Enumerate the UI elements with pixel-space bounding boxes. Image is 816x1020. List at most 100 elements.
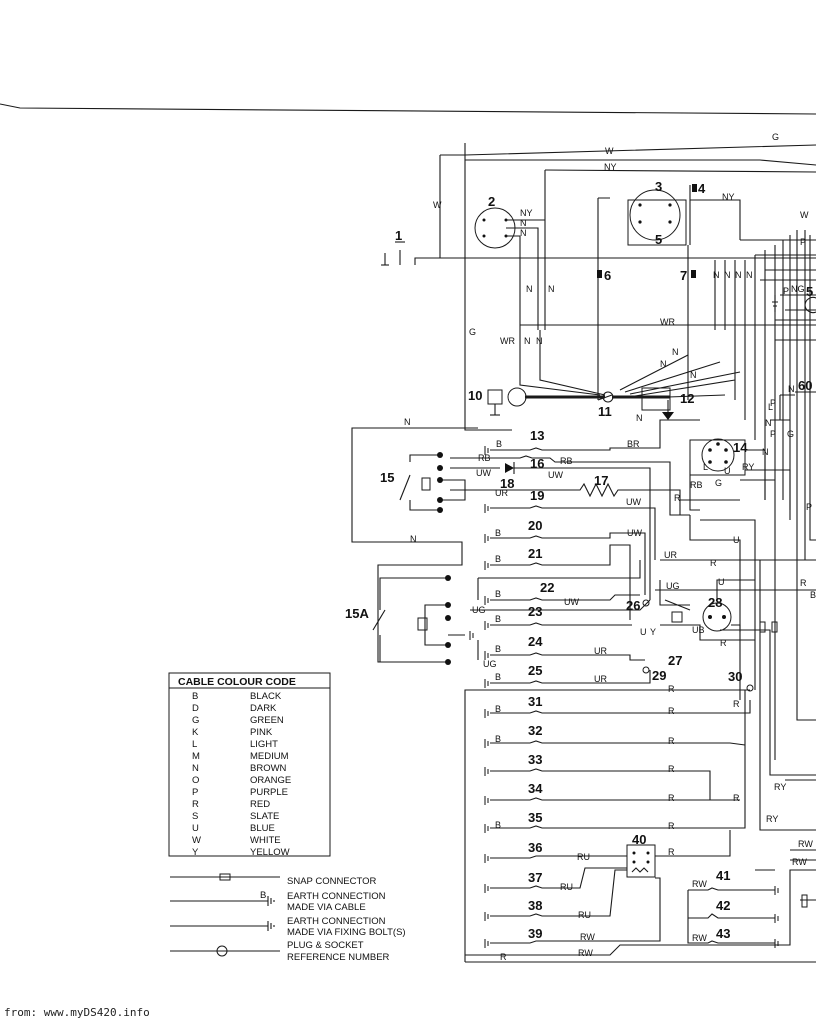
label-3: 3 [655, 179, 662, 194]
legend-code: B [192, 691, 198, 702]
wire-label: G [772, 132, 779, 142]
switch-15 [399, 454, 466, 511]
wire-label: P [770, 398, 776, 408]
wire-label: RB [560, 456, 573, 466]
wire-label: P [800, 237, 806, 247]
wire-w-top [464, 143, 816, 260]
key-earth-bolt-2: MADE VIA FIXING BOLT(S) [287, 927, 406, 938]
wire-label: RW [692, 933, 707, 943]
wire-ny-top [544, 169, 816, 173]
label-25: 25 [528, 663, 542, 678]
connector-4 [692, 184, 697, 192]
wire-label: UW [564, 597, 579, 607]
label-32: 32 [528, 723, 542, 738]
label-22: 22 [540, 580, 554, 595]
legend-code: K [192, 727, 199, 738]
label-2: 2 [488, 194, 495, 209]
component-12-ground [641, 387, 674, 420]
label-13: 13 [530, 428, 544, 443]
earth-symbols [469, 446, 779, 948]
label-36: 36 [528, 840, 542, 855]
footer-source: from: www.myDS420.info [4, 1006, 150, 1019]
label-5-right: 5 [806, 284, 813, 299]
row-25 [490, 670, 651, 684]
wire-label: B [495, 554, 501, 564]
label-39: 39 [528, 926, 542, 941]
wire-label: UW [626, 497, 641, 507]
resistor-17 [450, 482, 681, 515]
label-24: 24 [528, 634, 543, 649]
wires-3 [597, 185, 741, 400]
wire-label: UG [483, 659, 497, 669]
earth-p [772, 295, 778, 312]
label-31: 31 [528, 694, 542, 709]
wire-label: UW [548, 470, 563, 480]
key-earth-cable-2: MADE VIA CABLE [287, 902, 366, 913]
label-18: 18 [500, 476, 514, 491]
label-38: 38 [528, 898, 542, 913]
wire-label: N [410, 534, 417, 544]
legend-code: R [192, 799, 199, 810]
row-20 [490, 532, 646, 595]
wire-label: RW [798, 839, 813, 849]
wire-wr [519, 324, 816, 396]
row-32 [490, 740, 746, 746]
wire-label: N [520, 218, 527, 228]
legend-code: M [192, 751, 200, 762]
connector-29 [642, 666, 650, 674]
wire-label: N [724, 270, 731, 280]
wire-label: NY [520, 208, 533, 218]
wire-label: B [495, 589, 501, 599]
row-37 [490, 867, 627, 889]
wire-label: UG [666, 581, 680, 591]
wires-2 [506, 170, 546, 330]
legend-name: PURPLE [250, 787, 288, 798]
component-11-junction [602, 391, 614, 403]
wire-label: N [765, 418, 772, 428]
wire-label: RB [690, 480, 703, 490]
wire-label: UG [472, 605, 486, 615]
component-10-coil [487, 387, 527, 416]
wire-label: B [495, 820, 501, 830]
wire-label: L [768, 402, 773, 412]
wire-label: NG [791, 284, 805, 294]
legend-name: PINK [250, 727, 273, 738]
row-33 [490, 768, 720, 801]
component-1-switch [381, 241, 405, 266]
connector-30 [746, 684, 754, 692]
wire-label: N [548, 284, 555, 294]
wire-label: N [746, 270, 753, 280]
label-19: 19 [530, 488, 544, 503]
legend-code: W [192, 835, 201, 846]
diode-18 [505, 463, 514, 473]
connector-26 [642, 599, 650, 607]
wire-label: N [713, 270, 720, 280]
wire-label: G [787, 429, 794, 439]
wire-label: B [495, 704, 501, 714]
label-11: 11 [598, 404, 612, 419]
wire-label: B [495, 614, 501, 624]
row-18 [450, 467, 651, 600]
component-3-connector [629, 189, 681, 241]
wire-label: R [500, 952, 507, 962]
wire-label: RB [478, 453, 491, 463]
label-12: 12 [680, 391, 694, 406]
wire-label: UR [664, 550, 677, 560]
wire-label: W [800, 210, 809, 220]
right-branches [740, 239, 816, 341]
page-edge-line [0, 103, 816, 115]
wire-label: P [770, 429, 776, 439]
wire-label: B [810, 590, 816, 600]
wire-label: RW [578, 948, 593, 958]
wire-label: N [788, 384, 795, 394]
main-border [464, 689, 750, 962]
wire-label: N [526, 284, 533, 294]
label-17: 17 [594, 473, 608, 488]
row-23 [490, 622, 632, 626]
wire-label: UR [495, 488, 508, 498]
wire-label: N [690, 370, 697, 380]
component-27-switch [659, 580, 755, 641]
row-21 [490, 544, 631, 620]
wire-label: L [703, 462, 708, 472]
legend-name: SLATE [250, 811, 279, 822]
